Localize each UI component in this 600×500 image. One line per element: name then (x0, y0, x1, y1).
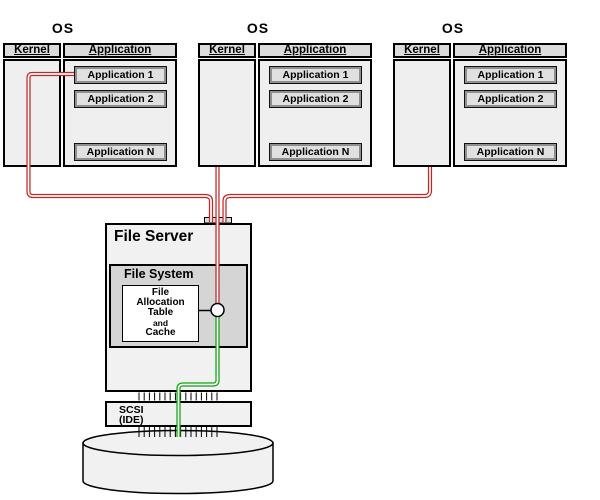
application-column: Application 1 Application 2 Application … (453, 59, 567, 167)
application-2-box: Application 2 (269, 90, 362, 108)
file-server-box: File Server File System File Allocation … (105, 223, 252, 392)
application-1-box: Application 1 (74, 66, 167, 84)
kernel-header: Kernel (393, 43, 451, 58)
fat-line: and (152, 317, 169, 328)
fat-line: Allocation (136, 297, 185, 309)
wire-os3-core (223, 167, 431, 222)
kernel-header: Kernel (3, 43, 61, 58)
application-column: Application 1 Application 2 Application … (258, 59, 372, 167)
kernel-column (198, 59, 256, 167)
os-title: OS (51, 20, 75, 36)
disk-cylinder-body (82, 442, 274, 495)
application-column: Application 1 Application 2 Application … (63, 59, 177, 167)
scsi-label-line2: (IDE) (119, 414, 144, 426)
os-title: OS (246, 20, 270, 36)
os-box-2: OS Kernel Application Application 1 Appl… (198, 20, 372, 168)
application-1-box: Application 1 (464, 66, 557, 84)
scsi-ide-box: SCSI (IDE) (105, 401, 252, 427)
application-header: Application (453, 43, 567, 58)
os-box-3: OS Kernel Application Application 1 Appl… (393, 20, 567, 168)
file-system-label: File System (124, 267, 194, 281)
fat-line: Table (147, 307, 174, 319)
kernel-column (3, 59, 61, 167)
kernel-header: Kernel (198, 43, 256, 58)
file-allocation-table-box: File Allocation Table and Cache (122, 285, 199, 342)
scsi-label-line1: SCSI (119, 404, 144, 416)
application-n-box: Application N (74, 143, 167, 161)
application-n-box: Application N (269, 143, 362, 161)
fat-line: Cache (145, 326, 176, 338)
wire-os3-red (222, 167, 433, 222)
kernel-column (393, 59, 451, 167)
fat-line: File (151, 287, 170, 298)
file-server-title: File Server (114, 228, 194, 245)
file-system-box: File System File Allocation Table and Ca… (109, 264, 248, 348)
application-1-box: Application 1 (269, 66, 362, 84)
os-box-1: OS Kernel Application Application 1 Appl… (3, 20, 177, 168)
application-2-box: Application 2 (74, 90, 167, 108)
application-header: Application (258, 43, 372, 58)
os-title: OS (441, 20, 465, 36)
application-2-box: Application 2 (464, 90, 557, 108)
disk-cylinder-top (82, 429, 274, 457)
application-n-box: Application N (464, 143, 557, 161)
application-header: Application (63, 43, 177, 58)
